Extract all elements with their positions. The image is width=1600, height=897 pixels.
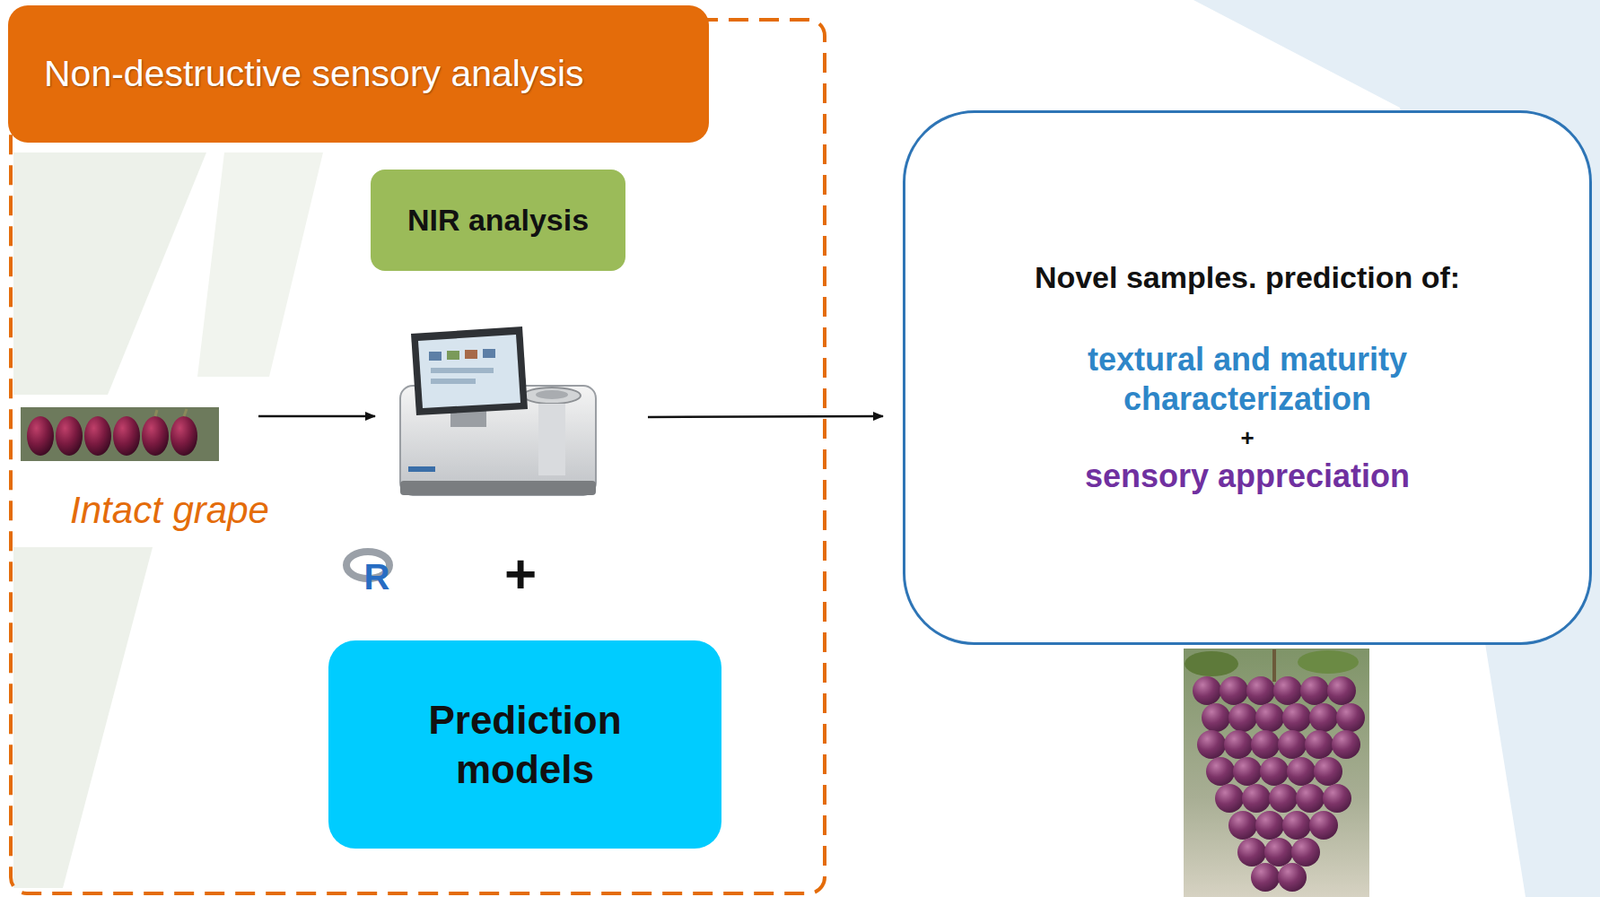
software-logo-letter: R xyxy=(364,557,391,598)
nir-instrument xyxy=(428,351,442,361)
grape-cluster-photo xyxy=(1309,811,1338,840)
process-box: NIR analysis xyxy=(370,169,626,272)
grape-cluster-photo xyxy=(1286,757,1316,787)
box-content: NIR analysis xyxy=(370,169,626,272)
grape-cluster-photo xyxy=(1201,703,1231,733)
nir-instrument xyxy=(430,367,494,374)
grape-cluster-photo xyxy=(1241,784,1271,814)
grape-photo xyxy=(141,416,169,456)
grape-photo xyxy=(55,416,83,456)
nir-instrument xyxy=(535,390,569,400)
grape-cluster-photo xyxy=(1246,676,1276,706)
grape-cluster-photo xyxy=(1183,648,1370,897)
nir-instrument xyxy=(538,403,566,476)
plus-sign: + xyxy=(504,546,537,603)
box-text: textural and maturity characterization xyxy=(1036,340,1459,420)
title-bar: Non-destructive sensory analysis xyxy=(8,5,709,143)
grape-cluster-photo xyxy=(1228,703,1258,733)
dashed-outline xyxy=(10,19,825,894)
box-text: NIR analysis xyxy=(407,202,589,238)
grape-cluster-photo xyxy=(1264,838,1294,867)
background-shape xyxy=(13,152,207,395)
grape-cluster-photo xyxy=(1219,676,1249,706)
grape-photo xyxy=(113,416,140,456)
box-text: sensory appreciation xyxy=(1084,457,1410,496)
nir-instrument xyxy=(410,326,528,416)
grape-cluster-photo xyxy=(1197,730,1226,760)
nir-instrument xyxy=(446,350,460,360)
grape-cluster-photo xyxy=(1322,784,1352,814)
grape-cluster-photo xyxy=(1282,811,1312,840)
grape-photo xyxy=(170,416,198,456)
nir-instrument xyxy=(400,326,596,496)
grape-cluster-photo xyxy=(1250,730,1280,760)
grape-cluster-photo xyxy=(1255,811,1285,840)
grape-photo xyxy=(183,409,187,417)
grape-cluster-photo xyxy=(1232,757,1262,787)
analysis-group: Non-destructive sensory analysisNIR anal… xyxy=(8,17,827,896)
grape-cluster-photo xyxy=(1255,703,1285,733)
grape-photo xyxy=(20,407,219,462)
grape-cluster-photo xyxy=(1250,863,1280,892)
software-logo-letter: R xyxy=(348,552,406,602)
box-text: + xyxy=(1240,424,1254,453)
box-text: Novel samples. prediction of: xyxy=(1034,260,1461,296)
grape-cluster-photo xyxy=(1309,703,1338,733)
grape-photo xyxy=(26,416,54,456)
grape-cluster-photo xyxy=(1215,784,1244,814)
nir-instrument xyxy=(400,480,596,496)
grape-cluster-photo xyxy=(1237,838,1267,867)
image-caption: Intact grape xyxy=(69,489,270,533)
grape-cluster-photo xyxy=(1291,838,1321,867)
grape-cluster-photo xyxy=(1268,784,1298,814)
flow-arrow xyxy=(258,415,376,419)
grape-cluster-photo xyxy=(1277,863,1307,892)
result-box: Novel samples. prediction of: textural an… xyxy=(902,110,1592,646)
grape-cluster-photo xyxy=(1183,648,1370,897)
grape-cluster-photo xyxy=(1273,676,1303,706)
grape-cluster-photo xyxy=(1277,730,1307,760)
background-shape xyxy=(197,152,324,377)
grape-photo xyxy=(155,410,158,417)
nir-instrument xyxy=(430,378,476,385)
grape-cluster-photo xyxy=(1272,649,1277,682)
grape-cluster-photo xyxy=(1313,757,1343,787)
grape-cluster-photo xyxy=(1224,730,1253,760)
grape-cluster-photo xyxy=(1259,757,1289,787)
grape-cluster-photo xyxy=(1282,703,1312,733)
grape-cluster-photo xyxy=(1295,784,1325,814)
grape-cluster-photo xyxy=(1300,676,1329,706)
grape-cluster-photo xyxy=(1297,650,1359,674)
flow-arrow xyxy=(647,416,884,418)
grape-cluster-photo xyxy=(1327,676,1356,706)
flow-arrow xyxy=(258,416,884,418)
grape-cluster-photo xyxy=(1192,676,1222,706)
grape-cluster-photo xyxy=(1304,730,1334,760)
process-box: Prediction models xyxy=(328,640,722,849)
grape-cluster-photo xyxy=(1228,811,1258,840)
nir-instrument xyxy=(418,334,521,409)
box-content: Prediction models xyxy=(328,640,722,849)
nir-instrument xyxy=(408,466,436,473)
image-caption: Intact grape xyxy=(26,484,314,537)
grape-photo xyxy=(20,407,219,462)
nir-instrument xyxy=(464,349,478,359)
plus-sign: + xyxy=(493,538,548,611)
grape-cluster-photo xyxy=(1336,703,1365,733)
grape-photo xyxy=(84,416,112,456)
grape-cluster-photo xyxy=(1331,730,1361,760)
nir-instrument xyxy=(523,387,581,404)
nir-instrument xyxy=(482,349,496,359)
box-content: Novel samples. prediction of: textural an… xyxy=(905,113,1590,643)
grape-cluster-photo xyxy=(1206,757,1235,787)
grape-cluster-photo xyxy=(1184,651,1239,677)
background-shape xyxy=(13,547,153,889)
box-text: Prediction models xyxy=(390,695,660,795)
group-heading: Non-destructive sensory analysis xyxy=(43,52,585,96)
